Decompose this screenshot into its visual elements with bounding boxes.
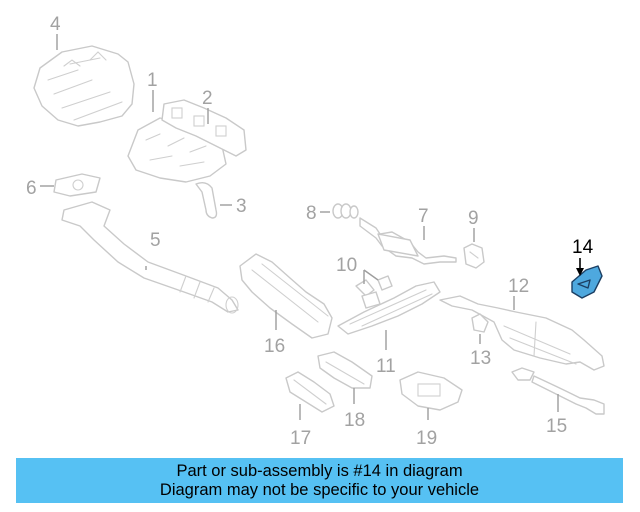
callout-14: 14 xyxy=(572,237,594,276)
callout-6: 6 xyxy=(26,178,54,199)
part-7-resonator-pipe[interactable] xyxy=(359,217,457,265)
part-10-brackets[interactable] xyxy=(355,275,393,309)
callout-19: 19 xyxy=(416,408,437,449)
part-13-hanger[interactable] xyxy=(471,313,489,333)
callout-8: 8 xyxy=(306,203,330,224)
callout-16: 16 xyxy=(264,310,285,357)
callout-label-7: 7 xyxy=(418,206,429,227)
part-17-heat-shield[interactable] xyxy=(285,371,335,413)
part-19-heat-shield[interactable] xyxy=(399,371,463,411)
callout-label-2: 2 xyxy=(202,88,213,109)
callout-label-1: 1 xyxy=(147,70,158,91)
callout-7: 7 xyxy=(418,206,429,240)
part-5-front-pipe[interactable] xyxy=(61,201,239,314)
part-18-heat-shield[interactable] xyxy=(317,351,373,389)
callout-label-5: 5 xyxy=(150,230,161,251)
callout-label-13: 13 xyxy=(470,348,491,369)
callout-10: 10 xyxy=(336,255,379,284)
callout-label-17: 17 xyxy=(290,428,311,449)
callout-17: 17 xyxy=(290,404,311,449)
callout-label-6: 6 xyxy=(26,178,37,199)
part-2-manifold-gasket[interactable] xyxy=(161,99,247,157)
callout-label-4: 4 xyxy=(50,14,61,35)
banner-line-1: Part or sub-assembly is #14 in diagram xyxy=(176,461,463,480)
info-banner: Part or sub-assembly is #14 in diagram D… xyxy=(16,458,623,503)
exhaust-parts-diagram: 4 1 2 3 6 5 xyxy=(26,14,605,449)
callout-11: 11 xyxy=(376,330,396,377)
callout-9: 9 xyxy=(468,208,479,242)
part-6-flange-gasket[interactable] xyxy=(53,173,101,197)
callout-18: 18 xyxy=(344,388,365,431)
part-11-heat-shield[interactable] xyxy=(337,281,441,335)
callout-label-8: 8 xyxy=(306,203,317,224)
callout-3: 3 xyxy=(220,196,247,217)
callout-13: 13 xyxy=(470,334,491,369)
banner-line-2: Diagram may not be specific to your vehi… xyxy=(159,480,480,499)
callout-1: 1 xyxy=(147,70,158,112)
callout-label-18: 18 xyxy=(344,410,365,431)
part-4-heat-shield[interactable] xyxy=(33,45,135,127)
callout-label-9: 9 xyxy=(468,208,479,229)
callout-5: 5 xyxy=(145,230,161,270)
callout-label-10: 10 xyxy=(336,255,357,276)
part-9-hanger[interactable] xyxy=(463,243,485,269)
callout-label-12: 12 xyxy=(508,276,529,297)
callout-4: 4 xyxy=(50,14,61,50)
part-15-oxygen-sensor[interactable] xyxy=(511,367,605,415)
callout-label-11: 11 xyxy=(376,356,396,377)
callout-label-3: 3 xyxy=(236,196,247,217)
part-3-pipe-bracket[interactable] xyxy=(195,181,218,219)
callout-12: 12 xyxy=(508,276,529,310)
callout-15: 15 xyxy=(546,394,567,437)
callout-2: 2 xyxy=(202,88,213,124)
callout-label-16: 16 xyxy=(264,336,285,357)
callout-label-19: 19 xyxy=(416,428,437,449)
callout-label-14: 14 xyxy=(572,237,594,258)
part-8-clamp[interactable] xyxy=(332,203,359,219)
part-14-bracket[interactable] xyxy=(571,265,603,299)
part-16-heat-shield[interactable] xyxy=(239,253,333,339)
part-12-muffler[interactable] xyxy=(439,295,605,371)
callout-label-15: 15 xyxy=(546,416,567,437)
